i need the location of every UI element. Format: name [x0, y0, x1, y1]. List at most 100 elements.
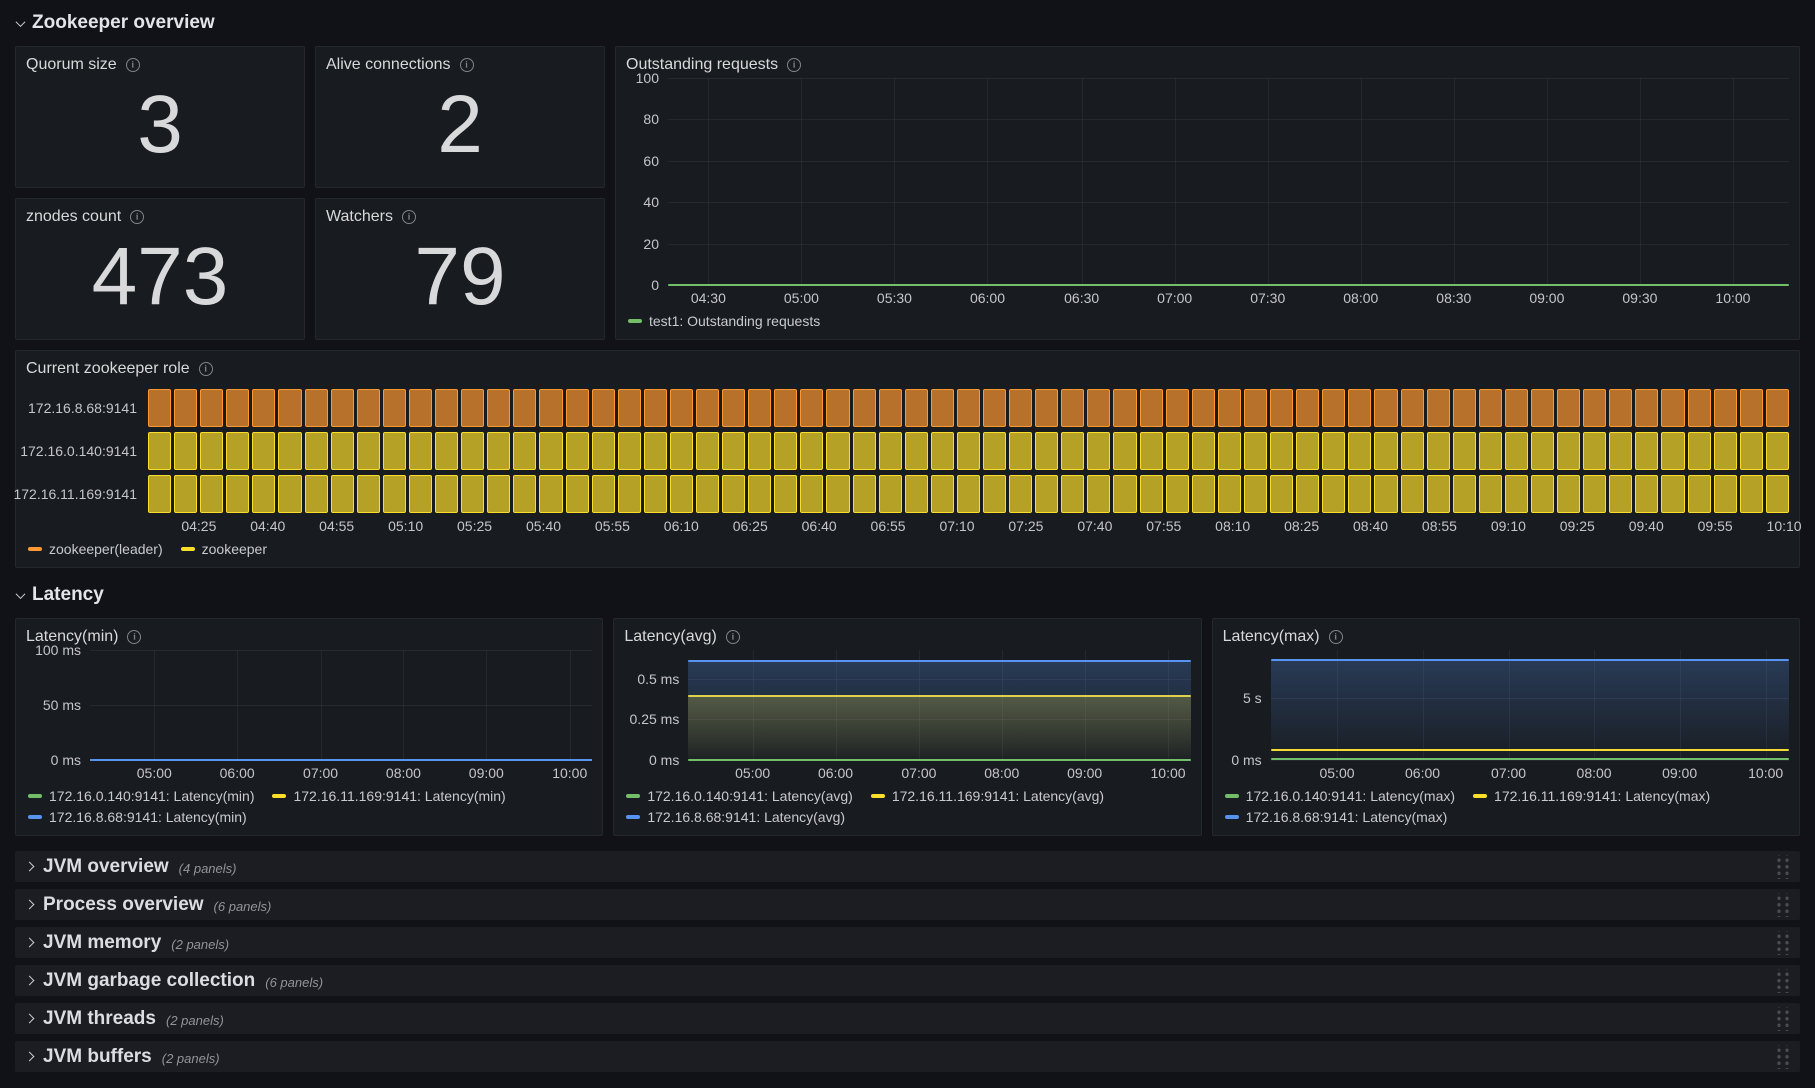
status-cell[interactable] [1139, 475, 1163, 513]
status-cell[interactable] [617, 432, 641, 470]
status-cell[interactable] [1217, 475, 1241, 513]
info-icon[interactable] [401, 210, 416, 224]
status-cell[interactable] [304, 389, 328, 427]
status-cell[interactable] [278, 432, 302, 470]
status-cell[interactable] [382, 475, 406, 513]
status-cell[interactable] [1113, 389, 1137, 427]
status-cell[interactable] [539, 389, 563, 427]
status-cell[interactable] [148, 475, 172, 513]
status-cell[interactable] [1739, 389, 1763, 427]
status-cell[interactable] [1765, 432, 1789, 470]
status-cell[interactable] [800, 389, 824, 427]
status-cell[interactable] [904, 475, 928, 513]
status-cell[interactable] [435, 475, 459, 513]
status-cell[interactable] [956, 475, 980, 513]
status-cell[interactable] [669, 389, 693, 427]
legend-item[interactable]: 172.16.0.140:9141: Latency(min) [28, 785, 254, 806]
status-cell[interactable] [930, 475, 954, 513]
legend-item[interactable]: 172.16.8.68:9141: Latency(min) [28, 806, 247, 827]
status-cell[interactable] [539, 475, 563, 513]
status-cell[interactable] [304, 475, 328, 513]
status-cell[interactable] [148, 432, 172, 470]
status-cell[interactable] [800, 432, 824, 470]
status-cell[interactable] [565, 389, 589, 427]
status-cell[interactable] [1687, 389, 1711, 427]
status-cell[interactable] [591, 389, 615, 427]
legend-item[interactable]: 172.16.8.68:9141: Latency(max) [1224, 806, 1447, 827]
status-cell[interactable] [643, 475, 667, 513]
status-cell[interactable] [1243, 475, 1268, 513]
legend-item[interactable]: 172.16.11.169:9141: Latency(max) [1473, 785, 1710, 806]
status-cell[interactable] [1478, 475, 1502, 513]
status-cell[interactable] [1374, 432, 1398, 470]
status-cell[interactable] [983, 475, 1007, 513]
status-cell[interactable] [956, 432, 980, 470]
status-cell[interactable] [1765, 389, 1789, 427]
info-icon[interactable] [125, 58, 140, 72]
status-cell[interactable] [1165, 432, 1189, 470]
drag-handle-icon[interactable] [1774, 1044, 1790, 1069]
status-cell[interactable] [1583, 432, 1607, 470]
status-cell[interactable] [826, 432, 850, 470]
info-icon[interactable] [787, 58, 802, 72]
status-cell[interactable] [1374, 389, 1398, 427]
status-cell[interactable] [1452, 432, 1476, 470]
panel-header[interactable]: Latency(min) [26, 624, 592, 650]
status-cell[interactable] [826, 475, 850, 513]
row-jvm-buffers[interactable]: JVM buffers (2 panels) [15, 1041, 1800, 1072]
drag-handle-icon[interactable] [1774, 968, 1790, 993]
status-cell[interactable] [878, 432, 902, 470]
status-cell[interactable] [1635, 475, 1659, 513]
status-cell[interactable] [695, 432, 720, 470]
status-cell[interactable] [695, 389, 720, 427]
status-cell[interactable] [1452, 475, 1476, 513]
status-cell[interactable] [1061, 432, 1085, 470]
panel-header[interactable]: znodes count [26, 204, 294, 230]
status-cell[interactable] [1661, 389, 1685, 427]
status-cell[interactable] [643, 432, 667, 470]
drag-handle-icon[interactable] [1774, 930, 1790, 955]
status-cell[interactable] [356, 475, 380, 513]
status-cell[interactable] [1191, 432, 1215, 470]
status-cell[interactable] [1504, 389, 1528, 427]
status-cell[interactable] [200, 389, 224, 427]
status-cell[interactable] [1504, 475, 1528, 513]
status-cell[interactable] [722, 475, 746, 513]
status-cell[interactable] [435, 432, 459, 470]
status-cell[interactable] [774, 475, 798, 513]
status-cell[interactable] [330, 475, 354, 513]
info-icon[interactable] [725, 630, 740, 644]
info-icon[interactable] [1328, 630, 1343, 644]
status-cell[interactable] [1661, 432, 1685, 470]
status-cell[interactable] [1191, 475, 1215, 513]
status-cell[interactable] [1609, 389, 1633, 427]
status-cell[interactable] [461, 432, 485, 470]
status-cell[interactable] [748, 389, 772, 427]
panel-header[interactable]: Watchers [326, 204, 594, 230]
status-cell[interactable] [1557, 475, 1581, 513]
status-cell[interactable] [1765, 475, 1789, 513]
status-cell[interactable] [983, 432, 1007, 470]
status-cell[interactable] [1348, 432, 1372, 470]
status-cell[interactable] [408, 475, 433, 513]
status-cell[interactable] [565, 475, 589, 513]
status-cell[interactable] [1661, 475, 1685, 513]
info-icon[interactable] [127, 630, 142, 644]
row-process-overview[interactable]: Process overview (6 panels) [15, 889, 1800, 920]
status-cell[interactable] [617, 389, 641, 427]
status-cell[interactable] [1296, 389, 1320, 427]
row-jvm-overview[interactable]: JVM overview (4 panels) [15, 851, 1800, 882]
status-cell[interactable] [1296, 475, 1320, 513]
status-cell[interactable] [591, 475, 615, 513]
status-cell[interactable] [852, 389, 876, 427]
section-header-zookeeper-overview[interactable]: Zookeeper overview [15, 8, 1800, 38]
status-cell[interactable] [1087, 432, 1111, 470]
status-cell[interactable] [748, 432, 772, 470]
status-cell[interactable] [1530, 432, 1555, 470]
status-cell[interactable] [1348, 389, 1372, 427]
status-cell[interactable] [382, 389, 406, 427]
status-cell[interactable] [669, 432, 693, 470]
status-cell[interactable] [252, 432, 276, 470]
status-cell[interactable] [1113, 432, 1137, 470]
status-cell[interactable] [1426, 432, 1450, 470]
